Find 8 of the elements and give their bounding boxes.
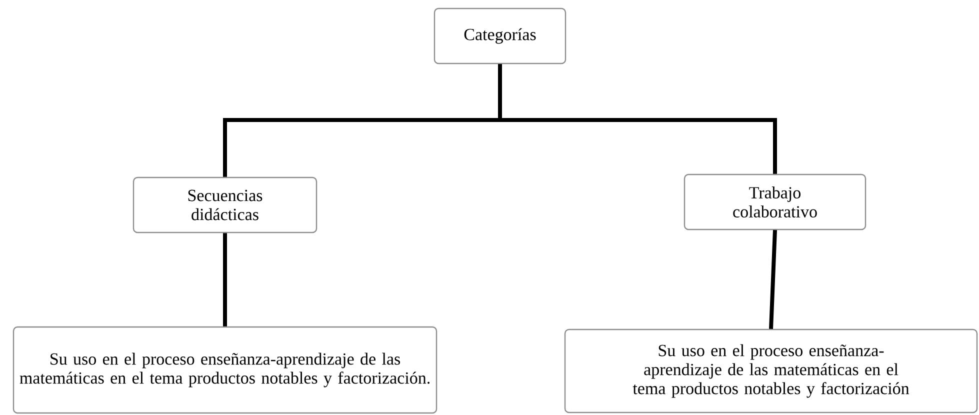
- category-box: Trabajo colaborativo: [684, 174, 866, 230]
- category-box: Su uso en el proceso enseñanza-aprendizaje de las matemáticas en el tema productos notables y factorización.: [12, 326, 438, 414]
- connector-line: [498, 64, 777, 174]
- category-box: Su uso en el proceso enseñanza-aprendizaje de las matemáticas en el tema productos notables y factorización: [564, 328, 978, 414]
- connector-line: [223, 233, 227, 326]
- category-box: Categorías: [434, 8, 566, 64]
- connector-line: [769, 230, 777, 329]
- category-box: Secuencias didácticas: [132, 176, 318, 234]
